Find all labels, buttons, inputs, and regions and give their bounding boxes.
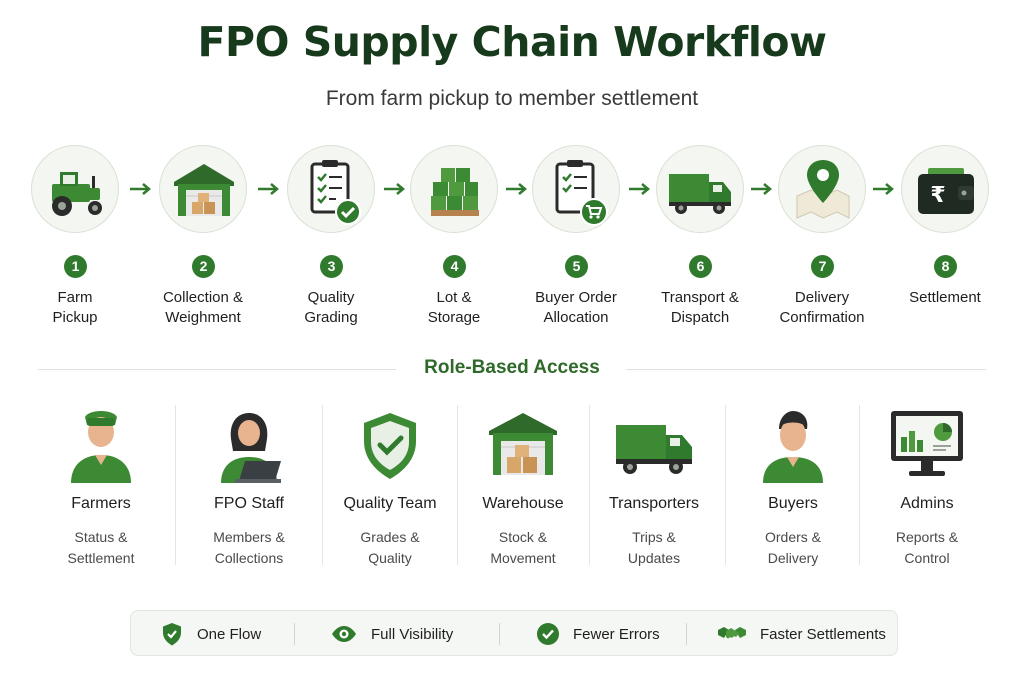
benefit-divider: [686, 623, 687, 645]
shield-check-icon: [163, 623, 181, 646]
eye-icon: [332, 626, 356, 642]
role-divider: [725, 405, 726, 565]
benefit-fewer-errors: Fewer Errors: [535, 611, 660, 657]
role-card-farmers: Farmers Status &Settlement: [30, 405, 172, 567]
role-description: Trips &Updates: [627, 529, 681, 566]
svg-text:₹: ₹: [930, 183, 945, 208]
benefit-label: Fewer Errors: [573, 625, 660, 643]
role-description: Members &Collections: [213, 529, 285, 566]
benefit-label: One Flow: [197, 625, 262, 643]
role-divider: [457, 405, 458, 565]
arrow-right-icon: [751, 183, 772, 195]
benefit-label: Full Visibility: [371, 625, 454, 643]
map-pin-icon: [796, 160, 850, 219]
step-number: 3: [320, 255, 343, 278]
arrow-right-icon: [258, 183, 279, 195]
step-label: Collection &Weighment: [162, 289, 244, 326]
step-number: 4: [443, 255, 466, 278]
step-number: 5: [565, 255, 588, 278]
role-divider: [859, 405, 860, 565]
role-card-warehouse: Warehouse Stock &Movement: [459, 405, 587, 567]
role-card-quality-team: Quality Team Grades &Quality: [324, 405, 456, 567]
step-number: 8: [934, 255, 957, 278]
staff-laptop-icon: [221, 413, 281, 483]
arrow-right-icon: [506, 183, 527, 195]
buyer-icon: [763, 411, 823, 483]
truck-icon: [616, 425, 692, 474]
step-number: 2: [192, 255, 215, 278]
tractor-icon: [52, 172, 102, 216]
arrow-right-icon: [629, 183, 650, 195]
step-number: 7: [811, 255, 834, 278]
step-number: 6: [689, 255, 712, 278]
role-card-admins: Admins Reports &Control: [861, 405, 993, 567]
benefits-bar: One Flow Full Visibility Fewer Errors Fa…: [130, 610, 898, 656]
benefit-faster-settlements: Faster Settlements: [716, 611, 886, 657]
monitor-chart-icon: [891, 411, 963, 476]
role-name: Buyers: [768, 495, 818, 512]
role-divider: [589, 405, 590, 565]
truck-icon: [669, 174, 731, 214]
role-name: Farmers: [71, 495, 131, 512]
role-card-fpo-staff: FPO Staff Members &Collections: [178, 405, 320, 567]
benefit-one-flow: One Flow: [159, 611, 261, 657]
arrow-right-icon: [384, 183, 405, 195]
step-label: Lot &Storage: [427, 289, 481, 326]
benefit-label: Faster Settlements: [760, 625, 886, 643]
arrow-right-icon: [873, 183, 894, 195]
role-description: Orders &Delivery: [764, 529, 821, 566]
section-title-role-based-access: Role-Based Access: [424, 357, 600, 378]
shield-check-icon: [364, 413, 416, 479]
benefit-full-visibility: Full Visibility: [329, 611, 453, 657]
farmer-icon: [71, 411, 131, 483]
arrow-right-icon: [130, 183, 151, 195]
handshake-icon: [718, 627, 746, 639]
role-description: Stock &Movement: [490, 529, 556, 566]
page-subtitle: From farm pickup to member settlement: [325, 87, 699, 110]
order-cart-icon: [555, 160, 608, 226]
section-divider-right: [626, 369, 986, 370]
page-title: FPO Supply Chain Workflow: [197, 18, 827, 66]
role-card-transporters: Transporters Trips &Updates: [591, 405, 717, 567]
role-description: Reports &Control: [895, 529, 959, 566]
rupee-wallet-icon: ₹: [918, 168, 974, 214]
section-divider-left: [38, 369, 396, 370]
step-label: Settlement: [909, 289, 981, 306]
role-name: Transporters: [608, 495, 700, 512]
step-label: Transport &Dispatch: [661, 289, 739, 326]
role-name: FPO Staff: [214, 495, 284, 512]
role-name: Warehouse: [482, 495, 564, 512]
role-description: Status &Settlement: [67, 529, 135, 566]
checklist-icon: [310, 160, 361, 225]
warehouse-icon: [489, 413, 557, 475]
role-name: Quality Team: [343, 495, 437, 512]
pallet-stack-icon: [431, 168, 479, 216]
step-number: 1: [64, 255, 87, 278]
role-description: Grades &Quality: [360, 529, 420, 566]
role-divider: [175, 405, 176, 565]
warehouse-icon: [174, 164, 234, 216]
role-card-buyers: Buyers Orders &Delivery: [727, 405, 859, 567]
role-name: Admins: [900, 495, 954, 512]
check-circle-icon: [537, 623, 559, 645]
role-divider: [322, 405, 323, 565]
benefit-divider: [294, 623, 295, 645]
benefit-divider: [499, 623, 500, 645]
